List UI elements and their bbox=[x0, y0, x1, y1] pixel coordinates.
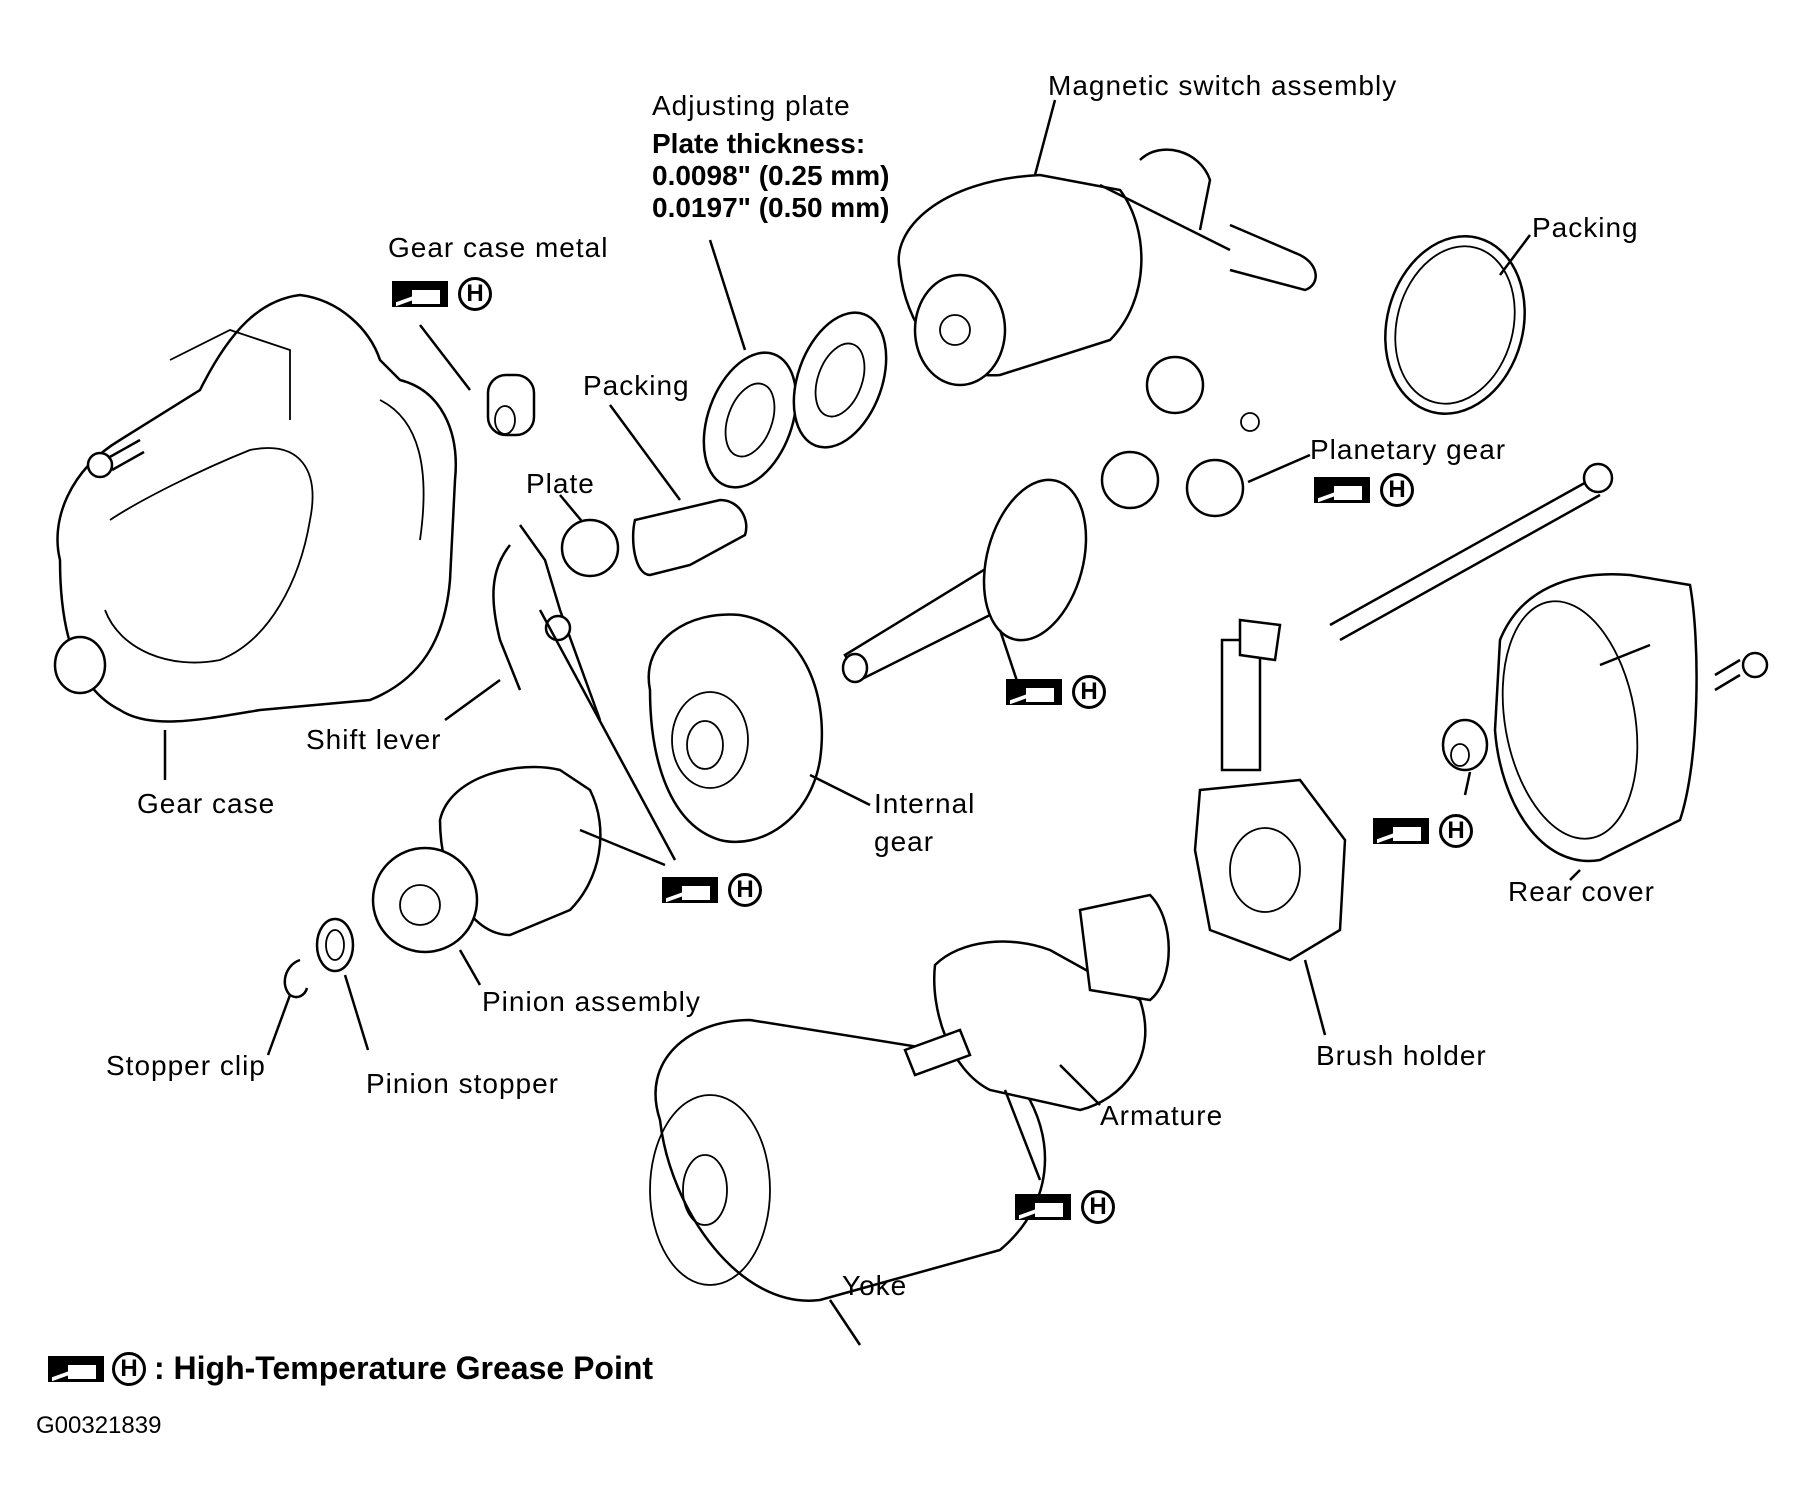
label-shift-lever: Shift lever bbox=[306, 724, 442, 755]
grease-gun-icon bbox=[1006, 679, 1062, 705]
gear-case-metal-part bbox=[419, 324, 536, 437]
h-circle-icon: H bbox=[1072, 675, 1106, 709]
grease-gun-icon bbox=[48, 1355, 104, 1382]
grease-gun-icon bbox=[1314, 477, 1370, 503]
h-circle-icon: H bbox=[112, 1351, 146, 1386]
h-circle-icon: H bbox=[1439, 814, 1473, 848]
rear-cover-part bbox=[1493, 573, 1698, 881]
grease-gun-icon bbox=[1373, 818, 1429, 844]
grease-gun-icon bbox=[392, 281, 448, 307]
label-packing-mid: Packing bbox=[583, 370, 690, 401]
h-circle-icon: H bbox=[1380, 473, 1414, 507]
magnetic-switch-part bbox=[897, 99, 1317, 387]
pinion-stopper-part bbox=[266, 917, 370, 1056]
legend: H : High-Temperature Grease Point bbox=[48, 1350, 653, 1387]
brush-holder-part bbox=[1193, 618, 1347, 1036]
label-plate-thickness-1: 0.0098" (0.25 mm) bbox=[652, 160, 890, 191]
label-gear-case-metal: Gear case metal bbox=[388, 232, 609, 263]
h-circle-icon: H bbox=[458, 277, 492, 311]
gear-case-part bbox=[53, 293, 457, 780]
label-adjusting-plate: Adjusting plate bbox=[652, 90, 851, 121]
label-plate: Plate bbox=[526, 468, 595, 499]
label-brush-holder: Brush holder bbox=[1316, 1040, 1487, 1071]
legend-text: : High-Temperature Grease Point bbox=[154, 1350, 654, 1386]
planetary-gear-part bbox=[1100, 355, 1311, 518]
grease-point-armature: H bbox=[1015, 1190, 1115, 1224]
label-plate-thickness-title: Plate thickness: bbox=[652, 128, 866, 159]
label-armature: Armature bbox=[1100, 1100, 1224, 1131]
figure-code: G00321839 bbox=[36, 1412, 162, 1439]
packing-top-part bbox=[1384, 234, 1531, 415]
label-stopper-clip: Stopper clip bbox=[106, 1050, 266, 1081]
label-packing-top: Packing bbox=[1532, 212, 1639, 243]
grease-gun-icon bbox=[662, 877, 718, 903]
label-magnetic-switch-assembly: Magnetic switch assembly bbox=[1048, 70, 1398, 101]
plate-part bbox=[559, 494, 620, 578]
bolt-right-part bbox=[1714, 651, 1769, 692]
h-circle-icon: H bbox=[728, 873, 762, 907]
pinion-assembly-part bbox=[371, 609, 677, 986]
bolt-left-part bbox=[86, 438, 145, 479]
through-bolt-part bbox=[1329, 462, 1614, 642]
rear-bushing-part bbox=[1441, 718, 1489, 796]
grease-point-shaft: H bbox=[1006, 675, 1106, 709]
grease-point-rear-bushing: H bbox=[1373, 814, 1473, 848]
internal-gear-part bbox=[647, 613, 871, 844]
label-plate-thickness-2: 0.0197" (0.50 mm) bbox=[652, 192, 890, 223]
grease-point-planetary-gear: H bbox=[1314, 473, 1414, 507]
grease-gun-icon bbox=[1015, 1194, 1071, 1220]
packing-mid-part bbox=[608, 404, 748, 577]
label-gear-case: Gear case bbox=[137, 788, 276, 819]
adjusting-plate-part bbox=[702, 239, 888, 489]
grease-point-gear-case-metal: H bbox=[392, 277, 492, 311]
label-yoke: Yoke bbox=[842, 1270, 908, 1301]
label-planetary-gear: Planetary gear bbox=[1310, 434, 1507, 465]
label-pinion-assembly: Pinion assembly bbox=[482, 986, 701, 1017]
yoke-part bbox=[649, 1018, 1047, 1346]
label-pinion-stopper: Pinion stopper bbox=[366, 1068, 560, 1099]
shaft-part bbox=[841, 478, 1088, 691]
label-internal-gear-line2: gear bbox=[874, 826, 935, 857]
grease-point-pinion: H bbox=[662, 873, 762, 907]
armature-part bbox=[903, 893, 1170, 1181]
label-rear-cover: Rear cover bbox=[1508, 876, 1655, 907]
h-circle-icon: H bbox=[1081, 1190, 1115, 1224]
label-internal-gear-line1: Internal bbox=[874, 788, 976, 819]
